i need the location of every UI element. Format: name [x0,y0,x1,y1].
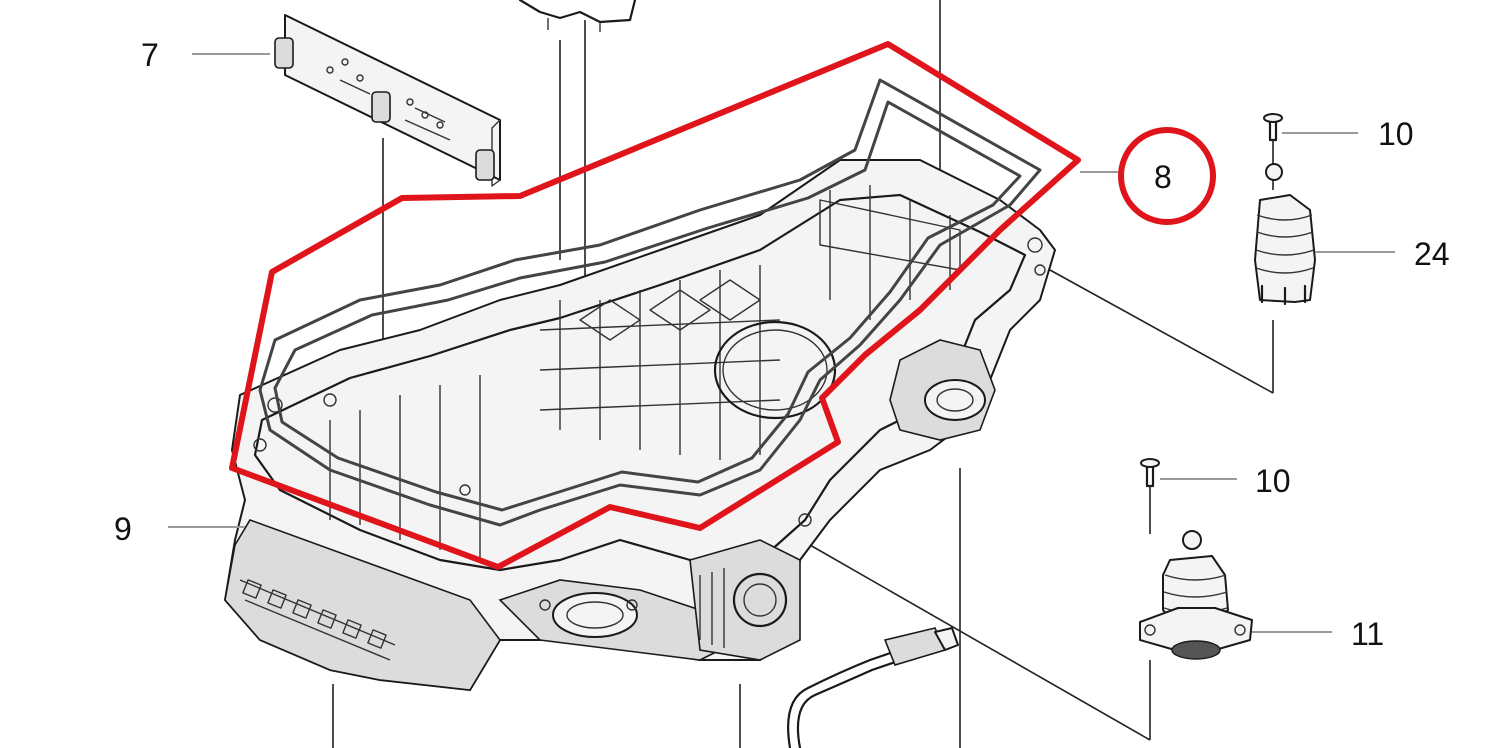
gasket-highlight-outline [229,41,1081,570]
oil-level-sensor-cable [787,627,959,748]
part-label-8: 8 [1154,159,1172,195]
part-10-lower-screw [1140,458,1160,534]
part-label-9: 9 [114,511,132,547]
part-label-10-upper: 10 [1378,116,1414,152]
part-7-circuit-board [274,14,501,187]
part-label-10-lower: 10 [1255,463,1291,499]
part-8-highlight-circle [1118,127,1216,225]
part-label-7: 7 [141,37,159,73]
leader-mount-to-housing-upper [1049,269,1274,394]
part-label-11: 11 [1351,616,1384,652]
leader-mount-to-housing-lower [809,544,1151,741]
upper-component-fragment [518,0,637,32]
part-label-24: 24 [1414,236,1450,272]
part-8-gasket [229,41,1081,570]
part-10-upper-screw [1263,113,1283,142]
part-9-housing [224,159,1056,691]
part-11-engine-mount [1139,530,1253,740]
part-24-engine-mount [1254,140,1316,393]
